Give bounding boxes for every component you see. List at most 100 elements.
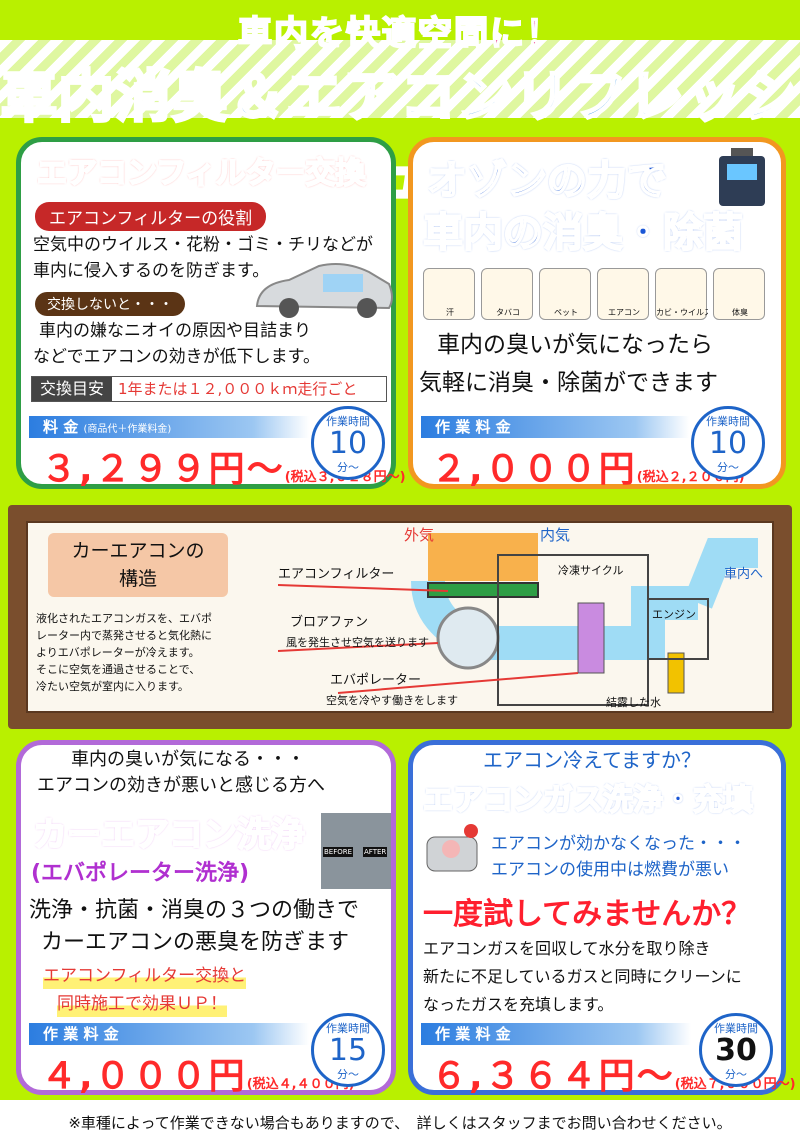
filter-role-label: エアコンフィルターの役割 [35,202,267,231]
filter-role-text-1: 空気中のウイルス・花粉・ゴミ・チリなどが [33,235,373,255]
odor-icon-2: ペット [539,268,591,320]
filter-card: エアコンフィルター交換 エアコンフィルターの役割 空気中のウイルス・花粉・ゴミ・… [16,137,406,490]
refrigeration-cycle-label: 冷凍サイクル [558,564,624,577]
filter-guide-box: 交換目安 1年または１２,０００ｋｍ走行ごと [31,376,387,402]
filter-card-title: エアコンフィルター交換 [36,155,366,192]
filter-price-bar: 料 金 (商品代＋作業料金) [29,416,309,438]
clean-price-value: ４,０００円 [41,1056,247,1097]
odor-icon-row: 汗 タバコ ペット エアコン カビ・ウイルス 体臭 [423,268,775,320]
filter-guide-value: 1年または１２,０００ｋｍ走行ごと [118,380,358,398]
odor-icon-label: ペット [554,308,578,317]
filter-time-label: 作業時間 [326,415,370,428]
ozone-title-1: オゾンの力で [426,157,668,205]
ozone-price-value: ２,０００円 [431,449,637,490]
ozone-time-label: 作業時間 [706,415,750,428]
blower-label: ブロアファン [290,615,369,630]
blower-desc: 風を発生させ空気を送ります [286,636,429,649]
diagram-title-2: 構造 [118,568,157,590]
filter-warn-label: 交換しないと・・・ [35,292,185,316]
diagram-desc-line: そこに空気を通過させることで、 [36,663,201,676]
ozone-time-value: 10 [708,426,748,461]
footer-note: ※車種によって作業できない場合もありますので、 詳しくはスタッフまでお問い合わせ… [0,1100,800,1146]
clean-text-1: 洗浄・抗菌・消臭の３つの働きで [29,898,360,923]
clean-lead-2: エアコンの効きが悪いと感じる方へ [37,775,325,796]
clean-subtitle: (エバポレーター洗浄) [31,861,250,886]
hot-car-driver-icon [426,824,478,872]
evaporator-label: エバポレーター [330,673,422,688]
odor-icon-3: エアコン [597,268,649,320]
odor-icon-label: 体臭 [732,308,748,317]
odor-icon-label: タバコ [496,308,520,317]
gas-desc-3: なったガスを充填します。 [423,995,614,1014]
gas-time-label: 作業時間 [714,1022,758,1035]
filter-time-badge: 作業時間 10 分〜 [311,406,385,480]
filter-price-note: (商品代＋作業料金) [83,424,172,435]
odor-icon-label: 汗 [446,308,454,317]
odor-icon-label: カビ・ウイルス [656,308,708,317]
filter-warn-text-1: 車内の嫌なニオイの原因や目詰まり [39,321,311,341]
gas-call: 一度試してみませんか？ [423,897,752,932]
aircon-structure-panel: カーエアコンの 構造 液化されたエアコンガスを、エバポレーター内で蒸発させると気… [26,521,774,713]
gas-time-unit: 分〜 [725,1068,747,1081]
clean-price-label: 作 業 料 金 [29,1023,309,1045]
before-label: BEFORE [323,847,354,857]
car-illustration-icon [255,263,393,318]
ozone-machine-icon [719,148,765,206]
filter-price-label: 料 金 [43,418,79,436]
gas-price-tail: 〜 [636,1056,675,1097]
to-cabin-label: 車内へ [724,567,764,582]
clean-promo-2: 同時施工で効果ＵＰ！ [57,991,227,1017]
outside-air-label: 外気 [404,526,435,544]
ozone-time-badge: 作業時間 10 分〜 [691,406,765,480]
aircon-structure-frame: カーエアコンの 構造 液化されたエアコンガスを、エバポレーター内で蒸発させると気… [8,505,792,729]
engine-label: エンジン [652,608,696,621]
gas-text-1: エアコンが効かなくなった・・・ [491,834,746,854]
filter-warn-text-2: などでエアコンの効きが低下します。 [33,347,320,367]
header-title: 車内消臭＆エアコンリフレッシュ [0,64,800,213]
evaporator-desc: 空気を冷やす働きをします [326,694,458,707]
filter-role-text-2: 車内に侵入するのを防ぎます。 [33,261,270,281]
inside-air-label: 内気 [540,526,571,544]
filter-price-tail: 〜 [246,449,285,490]
gas-price-label: 作 業 料 金 [421,1023,691,1045]
aircon-gas-card: エアコン冷えてますか？ エアコンガス洗浄・充填 エアコンが効かなくなった・・・ … [408,740,796,1097]
gas-desc-1: エアコンガスを回収して水分を取り除き [423,939,711,958]
diagram-title: カーエアコンの 構造 [48,533,228,597]
gas-desc-2: 新たに不足しているガスと同時にクリーンに [423,967,742,986]
gas-price-value: ６,３６４円 [431,1056,637,1097]
odor-icon-4: カビ・ウイルス [655,268,708,320]
clean-text-2: カーエアコンの悪臭を防ぎます [41,930,350,955]
before-after-photo: BEFORE AFTER [321,813,391,889]
clean-time-value: 15 [328,1033,368,1068]
diagram-desc-line: 液化されたエアコンガスを、エバポ [36,612,212,625]
ozone-price: ２,０００円(税込２,２００円) [431,440,745,492]
diagram-desc-line: レーター内で蒸発させると気化熱に [36,629,212,642]
filter-price-value: ３,２９９円 [41,449,247,490]
diagram-title-1: カーエアコンの [71,540,205,562]
aircon-clean-card: 車内の臭いが気になる・・・ エアコンの効きが悪いと感じる方へ カーエアコン洗浄 … [16,740,396,1097]
diagram-desc-line: よりエバポレーターが冷えます。 [36,646,200,659]
ozone-card: オゾンの力で 車内の消臭・除菌 汗タバコペットエアコンカビ・ウイルス体臭 車内の… [408,137,786,492]
filter-price: ３,２９９円〜(税込３,６２８円〜) [41,440,406,492]
gas-text-2: エアコンの使用中は燃費が悪い [491,860,729,880]
clean-time-badge: 作業時間 15 分〜 [311,1013,385,1087]
gas-time-badge: 作業時間 30 分〜 [699,1013,773,1087]
aircon-diagram [278,533,758,706]
gas-price: ６,３６４円〜(税込７,０００円〜) [431,1047,796,1099]
clean-time-label: 作業時間 [326,1022,370,1035]
header-stripe [0,40,800,118]
gas-title: エアコンガス洗浄・充填 [422,782,754,819]
clean-title: カーエアコン洗浄 [32,814,306,856]
clean-lead-1: 車内の臭いが気になる・・・ [71,749,305,770]
gas-lead: エアコン冷えてますか？ [483,748,701,772]
filter-time-unit: 分〜 [337,461,359,474]
odor-icon-label: エアコン [608,308,640,317]
gas-time-value: 30 [715,1033,757,1068]
filter-part-label: エアコンフィルター [278,567,395,582]
header-subtitle: 車内を快適空間に！ [237,13,562,55]
clean-price: ４,０００円(税込４,４００円) [41,1047,355,1099]
odor-icon-5: 体臭 [713,268,765,320]
ozone-title-2: 車内の消臭・除菌 [422,209,744,257]
odor-icon-0: 汗 [423,268,475,320]
ozone-text-2: 気軽に消臭・除菌ができます [419,370,718,396]
